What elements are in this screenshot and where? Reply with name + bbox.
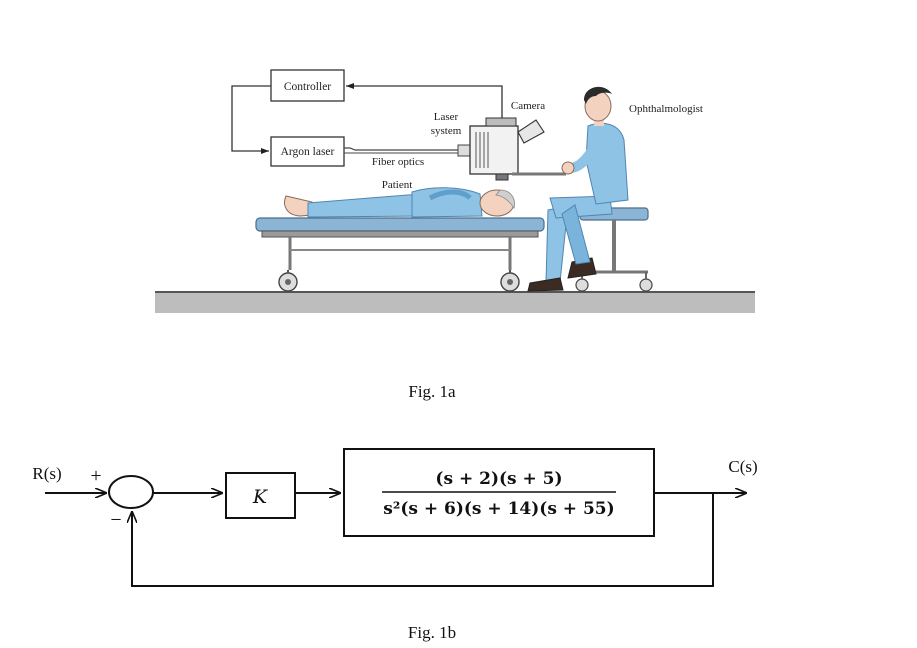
laser-system-label-2: system (431, 125, 462, 137)
summing-junction (108, 475, 154, 509)
plus-sign: + (90, 465, 101, 487)
stool-wheel-left (575, 278, 589, 292)
laser-system-label-1: Laser (434, 111, 459, 123)
fiber-optics-cable (344, 147, 458, 151)
fig1b-block-diagram: R(s) + − K (s + 2)(s + 5) s²(s + 6)(s + … (32, 448, 758, 587)
eyepiece (517, 119, 545, 144)
laser-lens (495, 173, 509, 181)
argon-laser-box (270, 136, 345, 167)
argon-laser-label: Argon laser (281, 146, 335, 158)
fig1a-illustration: Controller Argon laser Laser system Came… (155, 69, 755, 313)
output-label: C(s) (728, 457, 757, 476)
input-label: R(s) (32, 464, 61, 483)
patient-figure (284, 187, 515, 218)
gain-label: K (252, 486, 269, 508)
fig1a-caption: Fig. 1a (408, 382, 456, 401)
camera-head (485, 117, 517, 127)
laser-system-vents (475, 132, 489, 168)
transfer-denominator: s²(s + 6)(s + 14)(s + 55) (383, 499, 614, 519)
exam-table (255, 217, 545, 292)
controller-to-laser-line (231, 85, 271, 154)
controller-label: Controller (284, 81, 331, 93)
laser-connector (457, 144, 471, 157)
camera-to-controller-line (346, 83, 503, 118)
stool (575, 207, 653, 292)
camera-label: Camera (511, 100, 545, 112)
laser-system-housing (469, 125, 519, 175)
transfer-numerator: (s + 2)(s + 5) (435, 469, 562, 489)
fiber-optics-label: Fiber optics (372, 156, 424, 168)
ophthalmologist-figure (527, 86, 629, 292)
fig1b-caption: Fig. 1b (408, 623, 456, 642)
controller-box (270, 69, 345, 102)
patient-label: Patient (382, 179, 413, 191)
ophthalmologist-label: Ophthalmologist (629, 103, 703, 115)
feedback-path (132, 493, 714, 587)
floor (155, 292, 755, 313)
stool-wheel-right (639, 278, 653, 292)
gain-block (225, 472, 296, 519)
minus-sign: − (110, 509, 121, 531)
